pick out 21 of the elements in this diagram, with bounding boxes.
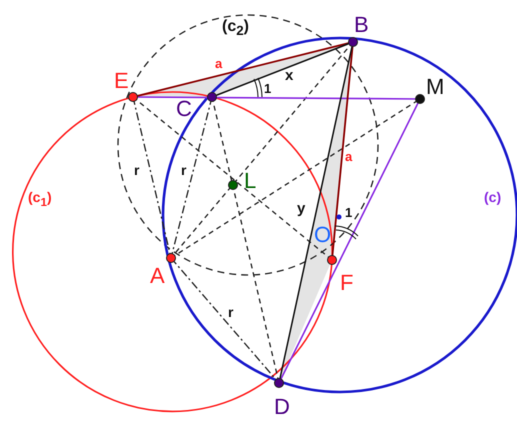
circle-label: (c) xyxy=(484,190,502,204)
segment-label: a xyxy=(215,57,222,70)
segment-label: r xyxy=(134,163,140,177)
segment-label: y xyxy=(297,201,306,216)
point-label: L xyxy=(244,170,256,192)
angle-label: 1 xyxy=(345,206,352,219)
circle-label: (c$_{1}$) xyxy=(28,190,52,208)
segment-label: a xyxy=(345,150,352,163)
point-label: C xyxy=(176,98,192,120)
point-label: O xyxy=(314,224,332,246)
segment-label: r xyxy=(228,305,234,319)
point-label: A xyxy=(150,265,165,287)
point-label: E xyxy=(114,70,129,92)
segment-label: r xyxy=(181,163,186,177)
point-label: D xyxy=(274,396,290,418)
point-label: F xyxy=(340,272,354,294)
point-label: M xyxy=(426,76,444,98)
point-label: B xyxy=(354,14,369,36)
angle-label: 1 xyxy=(264,82,272,95)
circle-label: (c$_{2}$) xyxy=(222,19,249,38)
segment-label: x xyxy=(285,68,294,83)
